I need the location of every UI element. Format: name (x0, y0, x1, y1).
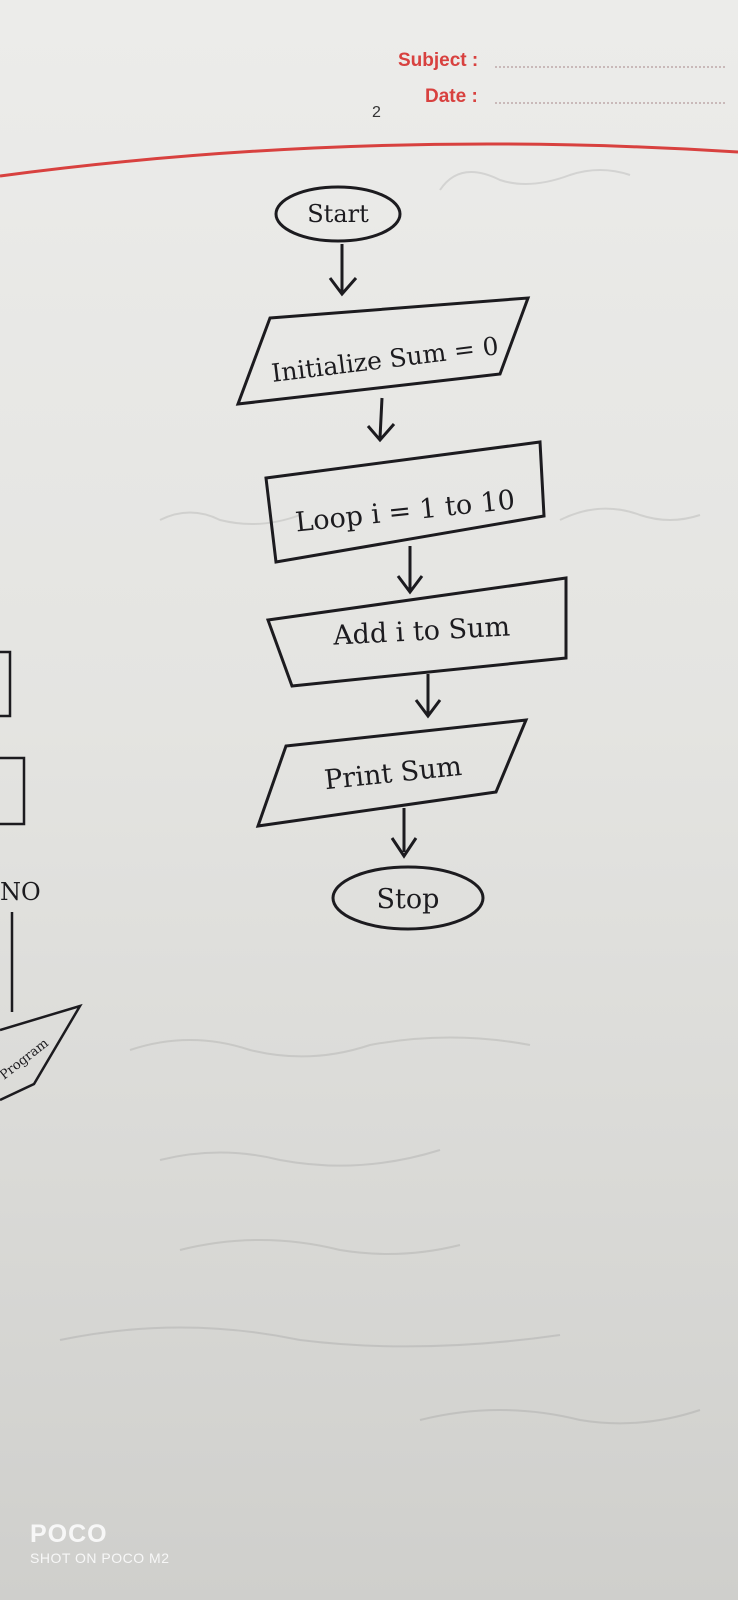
start-terminator (274, 185, 402, 243)
add-process-box (265, 576, 568, 688)
arrow-print-to-stop (390, 808, 418, 859)
watermark-subtitle: SHOT ON POCO M2 (30, 1550, 170, 1566)
watermark-brand: POCO (30, 1520, 108, 1548)
page-number: 2 (372, 104, 381, 121)
print-parallelogram (255, 718, 529, 828)
red-margin-line (0, 142, 738, 178)
start-text: Start (307, 200, 369, 228)
loop-process-box (264, 440, 546, 564)
stop-terminator (331, 865, 485, 931)
add-text: Add i to Sum (331, 611, 510, 651)
bleed-through-marks (59, 169, 701, 1425)
arrow-loop-to-add (396, 546, 424, 595)
initialize-parallelogram (235, 296, 531, 406)
stop-text: Stop (377, 884, 440, 915)
arrow-add-to-print (414, 674, 442, 719)
subject-label: Subject : (398, 50, 479, 71)
no-label: NO (0, 878, 41, 906)
partial-left-shapes (0, 650, 83, 1102)
loop-text: Loop i = 1 to 10 (294, 485, 517, 539)
arrow-start-to-init (328, 244, 358, 297)
subject-dotted-line (495, 66, 725, 68)
date-label: Date : (425, 86, 478, 107)
program-label: Program (0, 1036, 52, 1083)
arrow-init-to-loop (366, 397, 396, 443)
date-dotted-line (495, 102, 725, 104)
camera-watermark: POCO SHOT ON POCO M2 (30, 1520, 169, 1566)
print-text: Print Sum (323, 751, 464, 796)
